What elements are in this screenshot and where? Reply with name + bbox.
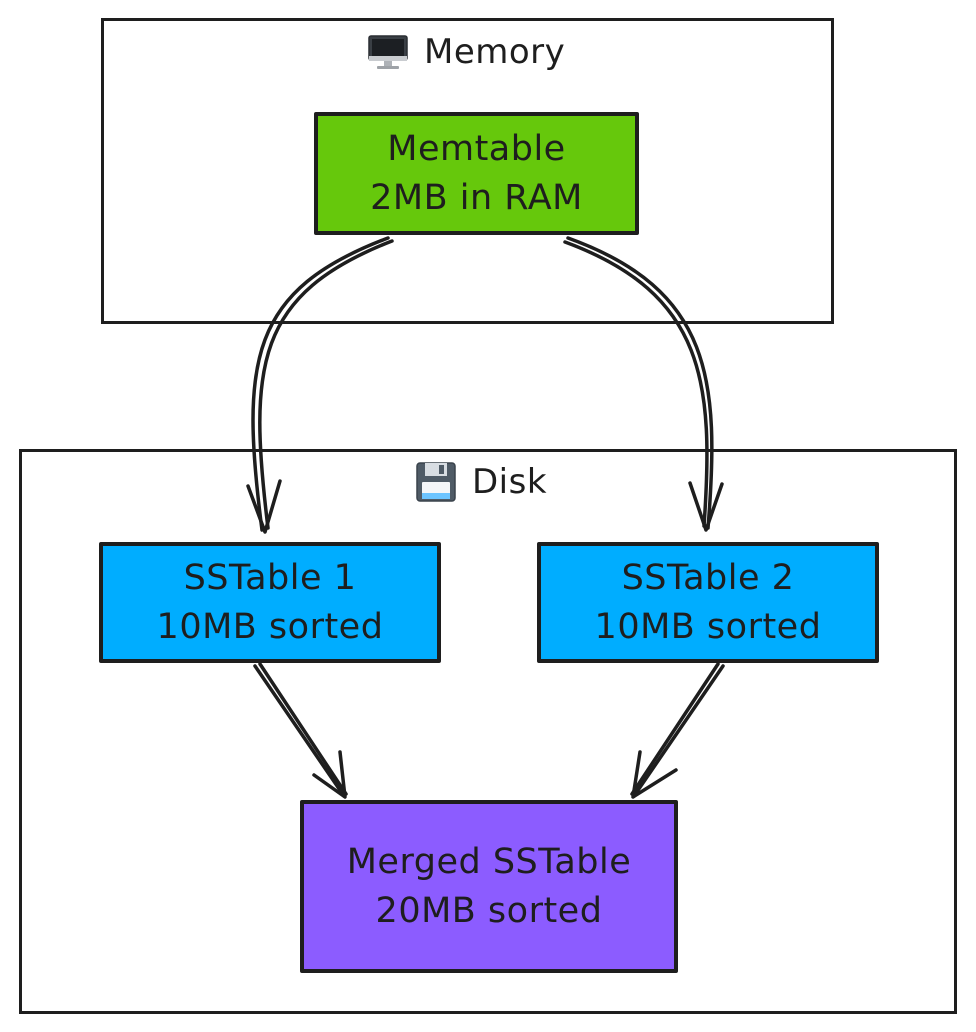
sstable-2-node: SSTable 2 10MB sorted bbox=[537, 542, 879, 663]
merged-sstable-title: Merged SSTable bbox=[346, 841, 632, 882]
sstable-1-node: SSTable 1 10MB sorted bbox=[99, 542, 441, 663]
disk-group-title: Disk bbox=[472, 462, 548, 502]
memtable-size: 2MB in RAM bbox=[370, 177, 583, 218]
memory-group-title: Memory bbox=[424, 32, 566, 72]
merged-sstable-node: Merged SSTable 20MB sorted bbox=[300, 800, 678, 973]
sstable-1-title: SSTable 1 bbox=[183, 557, 357, 598]
sstable-2-size: 10MB sorted bbox=[594, 606, 822, 647]
floppy-disk-icon bbox=[414, 460, 458, 504]
disk-group bbox=[19, 449, 957, 1014]
memory-group bbox=[101, 18, 834, 324]
disk-group-header: Disk bbox=[414, 460, 547, 504]
memory-group-header: Memory bbox=[366, 30, 565, 74]
sstable-2-title: SSTable 2 bbox=[621, 557, 795, 598]
desktop-computer-icon bbox=[366, 30, 410, 74]
merged-sstable-size: 20MB sorted bbox=[375, 890, 603, 931]
memtable-node: Memtable 2MB in RAM bbox=[314, 112, 639, 235]
memtable-title: Memtable bbox=[387, 128, 566, 169]
sstable-1-size: 10MB sorted bbox=[156, 606, 384, 647]
